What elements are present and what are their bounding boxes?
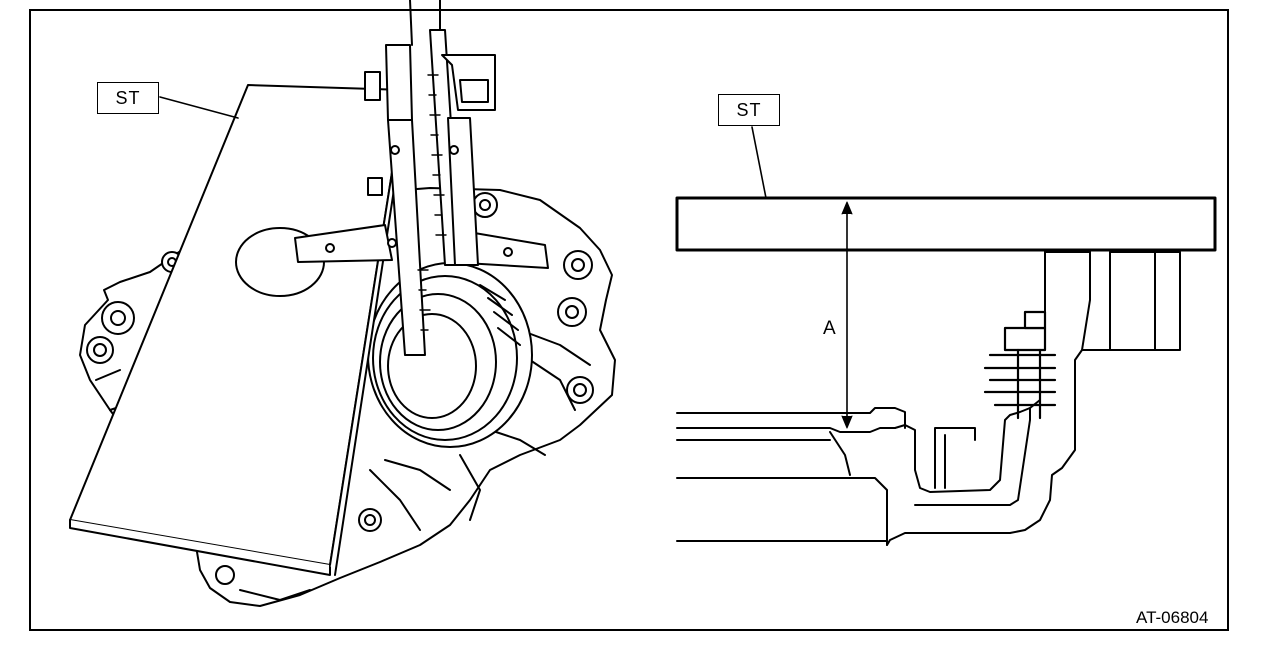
cross-section [675,126,1217,546]
figure-frame [29,9,1229,631]
depth-gauge [294,0,549,356]
dimension-label-a: A [823,318,836,339]
housing-details [95,329,591,601]
st-label-right: ST [718,94,780,126]
clutch-drum [367,262,533,448]
figure-code: AT-06804 [1136,608,1209,627]
special-tool-straightedge [69,84,409,576]
st-leader-left [159,96,239,119]
st-label-left: ST [97,82,159,114]
